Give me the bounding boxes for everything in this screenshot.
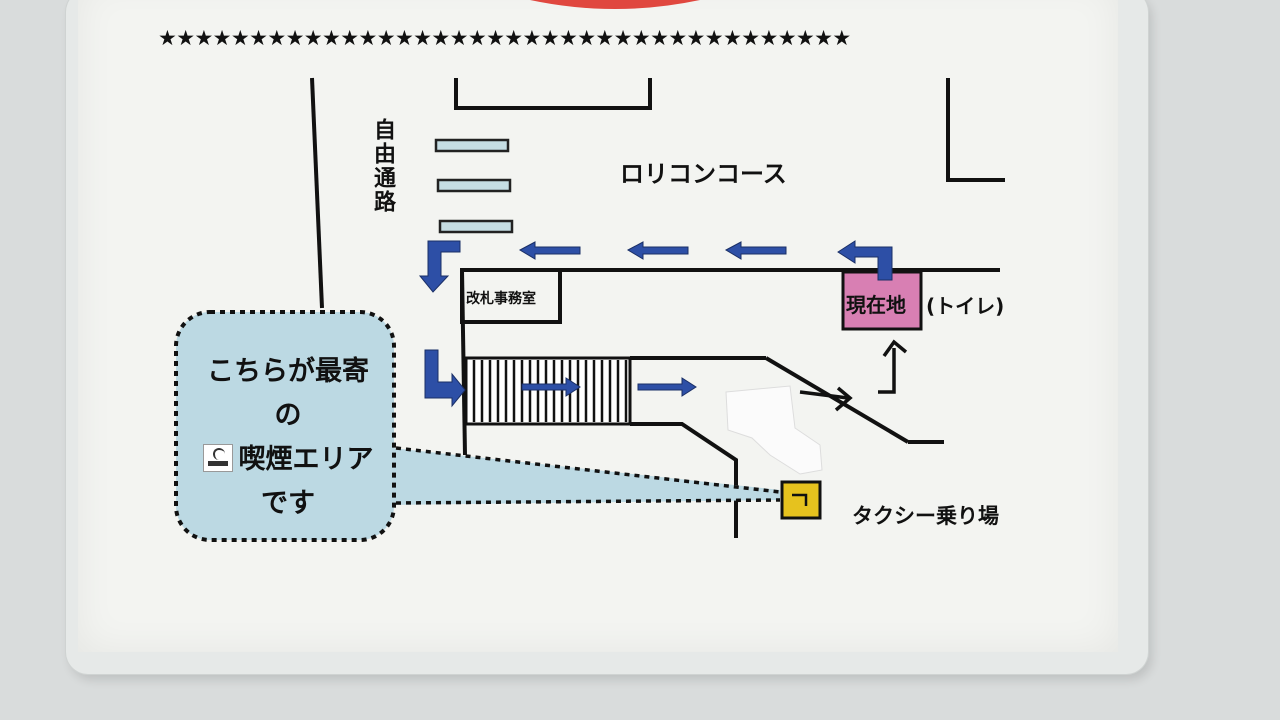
callout-bubble	[174, 310, 396, 542]
crosswalk	[434, 138, 514, 234]
passage-stripes	[472, 360, 628, 422]
smoking-icon	[202, 444, 233, 472]
taxi-stand-box	[780, 480, 822, 520]
current-location-label: 現在地	[846, 293, 906, 317]
callout-line-2: の	[274, 400, 302, 431]
ticket-office-label: 改札事務室	[466, 291, 536, 307]
callout-pointer	[392, 448, 780, 505]
black-arrows	[799, 339, 908, 412]
current-location-box	[841, 270, 923, 331]
callout-line-1: こちらが最寄	[207, 356, 369, 387]
smoking-callout-text: こちらが最寄 の 喫煙エリア です	[178, 350, 398, 526]
smoking-area-label: 喫煙エリア	[238, 444, 374, 475]
callout-line-3: 喫煙エリア	[178, 438, 398, 482]
concourse-label: ロリコンコース	[620, 160, 787, 188]
sticker-patch	[725, 385, 823, 475]
toilet-label: (トイレ)	[926, 294, 1005, 318]
red-circle-edge	[530, 0, 700, 9]
taxi-stand-label: タクシー乗り場	[852, 504, 999, 528]
blue-arrows	[418, 240, 893, 408]
callout-line-4: です	[261, 488, 315, 519]
free-passage-label: 自由通路	[370, 118, 395, 214]
star-border: ★★★★★★★★★★★★★★★★★★★★★★★★★★★★★★★★★★★★★★	[158, 26, 851, 50]
